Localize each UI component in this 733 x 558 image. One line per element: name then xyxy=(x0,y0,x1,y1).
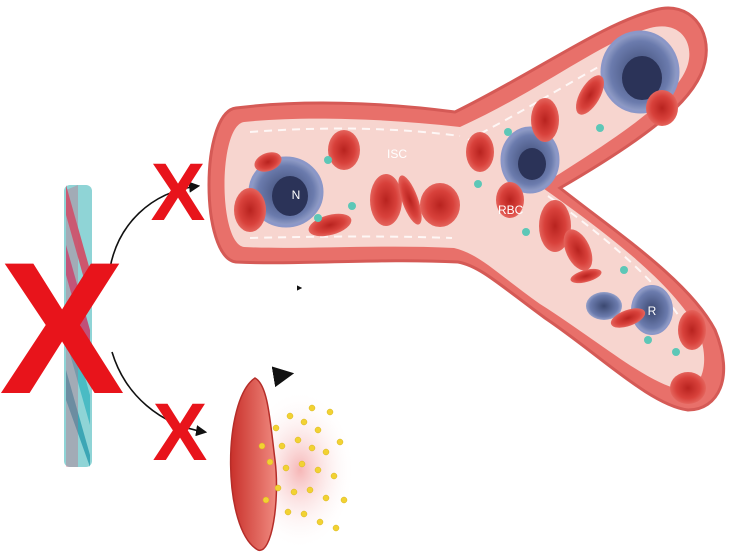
blank-panel xyxy=(255,266,297,348)
lysing-rbc xyxy=(231,378,355,550)
label-rbc: RBC xyxy=(498,203,524,217)
rbc xyxy=(234,188,266,232)
rbc xyxy=(466,132,494,172)
rbc xyxy=(328,130,360,170)
cross-mark-bottom: X xyxy=(153,387,208,478)
platelet xyxy=(644,336,652,344)
cross-mark-top: X xyxy=(151,147,206,238)
platelet xyxy=(324,156,332,164)
cross-mark-large: X xyxy=(0,223,125,433)
rbc xyxy=(678,310,706,350)
platelet xyxy=(672,348,680,356)
platelet xyxy=(620,266,628,274)
rbc xyxy=(420,183,460,227)
rbc xyxy=(531,98,559,142)
platelet xyxy=(522,228,530,236)
rbc xyxy=(646,90,678,126)
label-neutrophil: N xyxy=(292,188,301,202)
label-isc: ISC xyxy=(387,147,407,161)
platelet xyxy=(596,124,604,132)
platelet xyxy=(348,202,356,210)
rbc xyxy=(370,174,402,226)
label-reticulocyte: R xyxy=(648,304,657,318)
arrow-small-lower xyxy=(278,374,290,376)
platelet xyxy=(314,214,322,222)
platelet xyxy=(504,128,512,136)
rbc xyxy=(670,372,706,404)
platelet xyxy=(474,180,482,188)
